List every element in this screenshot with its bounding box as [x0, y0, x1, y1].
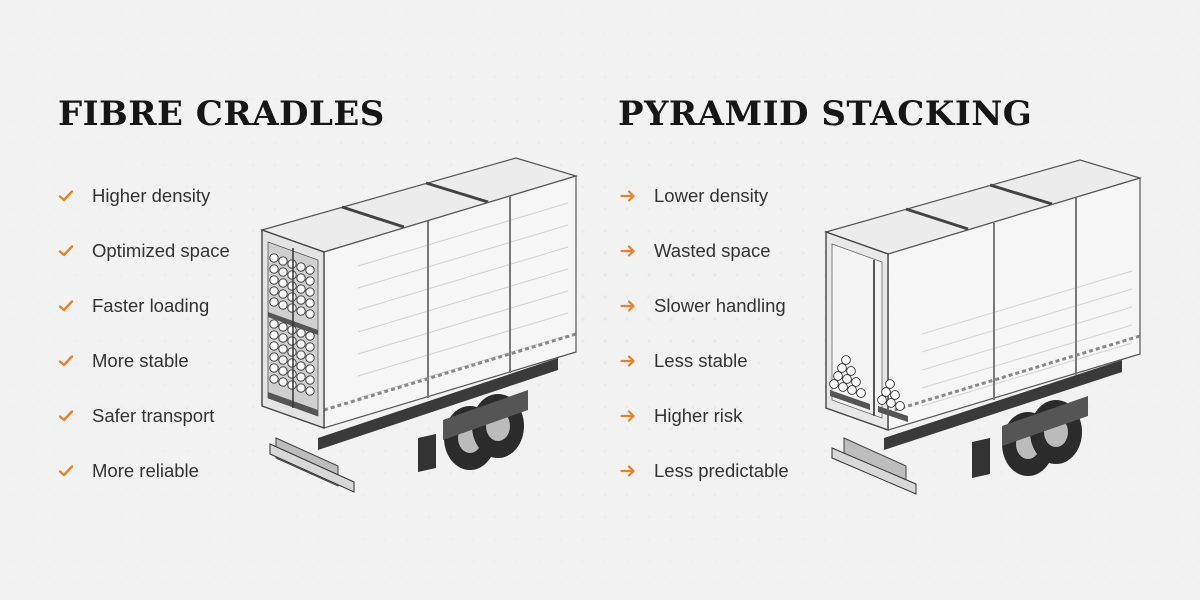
- pyramid-stacking-list: Lower density Wasted space Slower handli…: [620, 168, 789, 498]
- list-item: Less stable: [620, 333, 789, 388]
- fibre-cradles-list: Higher density Optimized space Faster lo…: [58, 168, 230, 498]
- list-item: Safer transport: [58, 388, 230, 443]
- list-item-label: Slower handling: [654, 294, 786, 316]
- arrow-right-icon: [620, 464, 654, 477]
- list-item-label: Less predictable: [654, 459, 789, 481]
- list-item-label: More reliable: [92, 459, 199, 481]
- list-item-label: More stable: [92, 349, 189, 371]
- list-item: Faster loading: [58, 278, 230, 333]
- list-item-label: Higher risk: [654, 404, 743, 426]
- check-icon: [58, 354, 92, 368]
- list-item: Less predictable: [620, 443, 789, 498]
- list-item-label: Higher density: [92, 184, 211, 206]
- list-item-label: Lower density: [654, 184, 769, 206]
- list-item: More stable: [58, 333, 230, 388]
- pyramid-stacking-panel: PYRAMID STACKING Lower density Wasted sp…: [600, 0, 1200, 600]
- arrow-right-icon: [620, 299, 654, 312]
- list-item: More reliable: [58, 443, 230, 498]
- list-item: Lower density: [620, 168, 789, 223]
- list-item: Higher density: [58, 168, 230, 223]
- list-item-label: Faster loading: [92, 294, 210, 316]
- check-icon: [58, 299, 92, 313]
- list-item: Wasted space: [620, 223, 789, 278]
- trailer-pyramid-stacking-illustration: [824, 159, 1143, 495]
- list-item-label: Safer transport: [92, 404, 215, 426]
- arrow-right-icon: [620, 409, 654, 422]
- fibre-cradles-title: FIBRE CRADLES: [58, 94, 385, 134]
- list-item: Slower handling: [620, 278, 789, 333]
- arrow-right-icon: [620, 189, 654, 202]
- check-icon: [58, 409, 92, 423]
- arrow-right-icon: [620, 244, 654, 257]
- arrow-right-icon: [620, 354, 654, 367]
- list-item-label: Less stable: [654, 349, 748, 371]
- trailer-fibre-cradles-illustration: [260, 157, 579, 493]
- list-item-label: Wasted space: [654, 239, 771, 261]
- check-icon: [58, 464, 92, 478]
- check-icon: [58, 244, 92, 258]
- pyramid-stacking-title: PYRAMID STACKING: [618, 94, 1033, 134]
- fibre-cradles-panel: FIBRE CRADLES Higher density Optimized s…: [58, 94, 579, 498]
- list-item: Higher risk: [620, 388, 789, 443]
- list-item-label: Optimized space: [92, 239, 230, 261]
- check-icon: [58, 189, 92, 203]
- list-item: Optimized space: [58, 223, 230, 278]
